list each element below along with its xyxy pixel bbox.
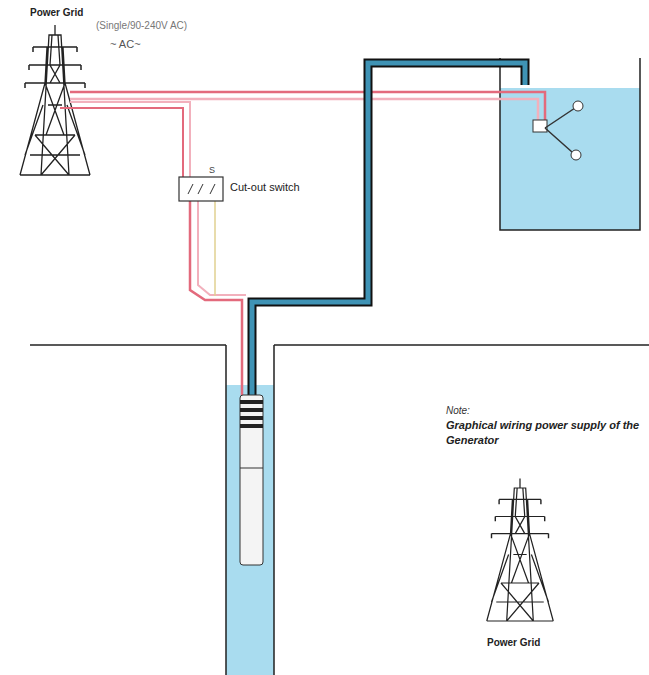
control-wire [214, 200, 216, 296]
water-pipe [252, 63, 525, 395]
float-switch [533, 120, 547, 132]
switch-label: Cut-out switch [230, 181, 300, 193]
tower-label: Power Grid [30, 6, 83, 20]
submersible-pump [240, 395, 263, 565]
tank-water [500, 88, 640, 230]
switch-box: Cut-out switch [178, 176, 304, 202]
float-ball [573, 101, 583, 111]
ac-label: ~ AC~ [110, 37, 141, 52]
note-text: Graphical wiring power supply of the Gen… [446, 418, 646, 448]
float-ball [571, 150, 581, 160]
power-wire [198, 200, 246, 295]
pump-intake [240, 400, 263, 428]
ground-line [30, 344, 226, 346]
power-wire [70, 102, 190, 178]
tower-label: Power Grid [487, 636, 540, 650]
float-arm [545, 108, 575, 152]
power-wire [60, 108, 183, 178]
well-water [226, 385, 274, 675]
switch-mark: S [209, 164, 215, 176]
cut-out-switch [178, 176, 224, 202]
power-tower [487, 479, 554, 622]
pump-joint [240, 468, 263, 469]
voltage-label: (Single/90-240V AC) [96, 19, 187, 33]
ground-line [274, 344, 649, 346]
water-pipe [252, 63, 525, 395]
well-casing [226, 345, 274, 675]
note-heading: Note: [446, 404, 470, 418]
